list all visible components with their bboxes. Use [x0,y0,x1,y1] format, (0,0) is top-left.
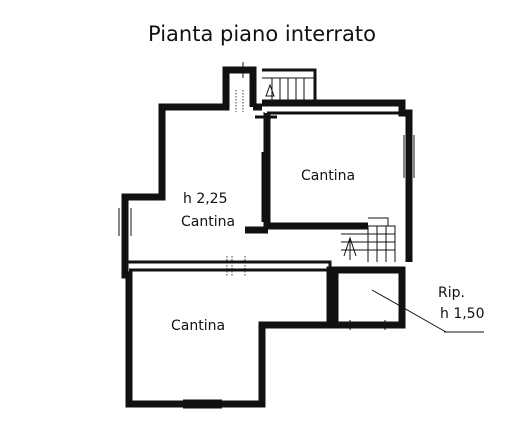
window-right [403,135,415,178]
cellar-top-right-walls [263,113,368,230]
stair-top [262,68,317,103]
storage-height: h 1,50 [440,306,485,322]
room-label-cantina-bottom: Cantina [171,318,225,334]
room-label-cantina-center: Cantina [181,214,235,230]
door-top [235,62,277,128]
window-left [118,208,132,236]
room-label-cantina-top-right: Cantina [301,168,355,184]
window-bottom [183,399,222,409]
stair-right [341,217,396,262]
storage-label: Rip. [438,285,465,301]
plan-title: Pianta piano interrato [148,22,376,46]
door-bottom-right [340,320,395,330]
storage-leader [371,289,447,333]
corridor-walls [125,256,332,276]
room-height-center: h 2,25 [183,191,228,207]
